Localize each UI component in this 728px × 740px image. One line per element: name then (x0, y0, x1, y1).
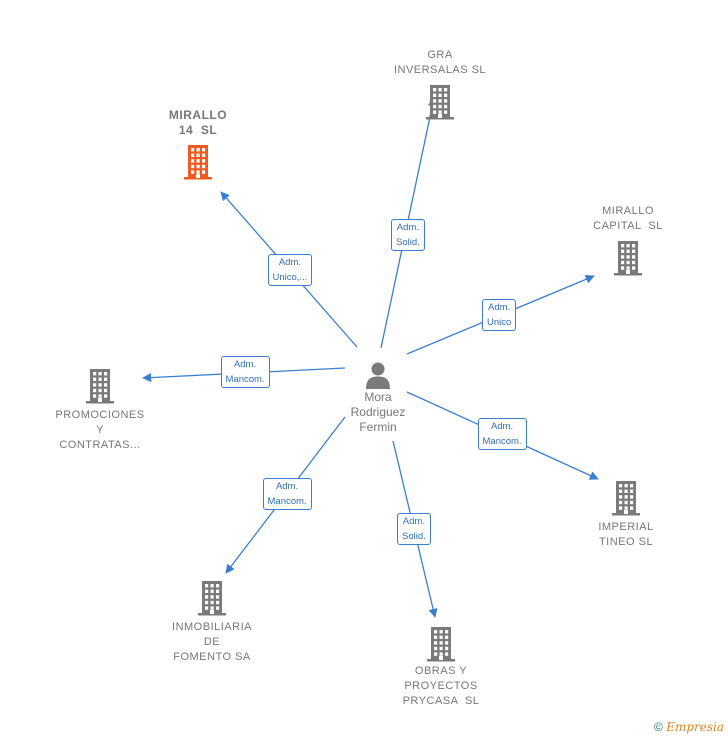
person-name-line: Fermin (359, 420, 397, 434)
company-name-line: 14 SL (178, 123, 218, 137)
company-name-line: CONTRATAS... (59, 439, 141, 451)
edge-label-line: Adm. (275, 481, 299, 492)
company-name-line: INVERSALAS SL (393, 64, 487, 76)
company-name-line: IMPERIAL (598, 521, 654, 533)
company-name-line: MIRALLO (168, 108, 228, 122)
edge-label-inmobiliaria[interactable]: Adm. Mancom. (262, 478, 312, 510)
company-name: MIRALLO CAPITAL SL (558, 204, 698, 234)
edge-label-line: Adm. (488, 302, 511, 313)
edge-label-line: Adm. (233, 359, 257, 370)
company-name: INMOBILIARIA DE FOMENTO SA (142, 620, 282, 665)
edge-label-line: Mancom. (482, 436, 522, 447)
edge-label-line: Adm. (402, 516, 425, 527)
edge-label-line: Solid. (402, 531, 426, 542)
person-name: Mora Rodriguez Fermin (328, 390, 428, 435)
edge-label-mirallocap[interactable]: Adm. Unico (482, 299, 517, 331)
company-name: PROMOCIONES Y CONTRATAS... (30, 408, 170, 453)
edge-label-imperial[interactable]: Adm. Mancom. (477, 418, 527, 450)
company-name-line: OBRAS Y (414, 665, 468, 677)
company-node-inmobiliaria[interactable]: INMOBILIARIA DE FOMENTO SA (142, 580, 282, 665)
building-icon (614, 241, 642, 276)
edge-label-promociones[interactable]: Adm. Mancom. (220, 356, 270, 388)
copyright-icon: © (654, 720, 663, 734)
company-name-line: CAPITAL SL (593, 220, 663, 232)
company-node-promociones[interactable]: PROMOCIONES Y CONTRATAS... (30, 368, 170, 453)
edge-label-line: Unico,... (272, 272, 308, 283)
company-name-line: Y (96, 424, 104, 436)
edge-label-line: Adm. (396, 222, 419, 233)
company-node-obras[interactable]: OBRAS Y PROYECTOS PRYCASA SL (371, 626, 511, 709)
company-name-line: FOMENTO SA (173, 651, 251, 663)
edge-label-mirallo14[interactable]: Adm. Unico,... (267, 254, 313, 286)
building-icon (426, 85, 454, 120)
edge-label-line: Adm. (490, 421, 514, 432)
company-name-line: PROYECTOS (404, 680, 478, 692)
company-name-line: DE (203, 636, 221, 648)
footer-brand[interactable]: © Empresia (654, 720, 724, 734)
edge-label-gra[interactable]: Adm. Solid. (391, 219, 425, 251)
building-icon (427, 627, 455, 662)
company-name: IMPERIAL TINEO SL (556, 520, 696, 550)
person-node-center[interactable]: Mora Rodriguez Fermin (328, 360, 428, 435)
company-node-gra[interactable]: GRA INVERSALAS SL (370, 48, 510, 120)
building-icon (184, 145, 212, 180)
company-name: GRA INVERSALAS SL (370, 48, 510, 78)
company-name-line: MIRALLO (602, 205, 654, 217)
company-name-line: PRYCASA SL (402, 695, 480, 707)
edge-label-line: Solid. (396, 237, 420, 248)
person-icon (366, 362, 390, 389)
building-icon (198, 581, 226, 616)
company-name-line: INMOBILIARIA (172, 621, 252, 633)
company-name-line: GRA (427, 49, 453, 61)
company-name: OBRAS Y PROYECTOS PRYCASA SL (371, 664, 511, 709)
company-node-mirallocap[interactable]: MIRALLO CAPITAL SL (558, 204, 698, 276)
edge-label-obras[interactable]: Adm. Solid. (397, 513, 431, 545)
person-name-line: Mora (364, 390, 392, 404)
edge-label-line: Unico (487, 317, 512, 328)
company-name-line: PROMOCIONES (55, 409, 145, 421)
company-node-imperial[interactable]: IMPERIAL TINEO SL (556, 480, 696, 550)
edge-label-line: Mancom. (225, 374, 265, 385)
edge-label-line: Mancom. (267, 496, 307, 507)
building-icon (86, 369, 114, 404)
building-icon (612, 481, 640, 516)
company-name-line: TINEO SL (598, 536, 654, 548)
person-name-line: Rodriguez (350, 405, 406, 419)
brand-logo: Empresia (666, 720, 724, 734)
edge-label-line: Adm. (278, 257, 302, 268)
